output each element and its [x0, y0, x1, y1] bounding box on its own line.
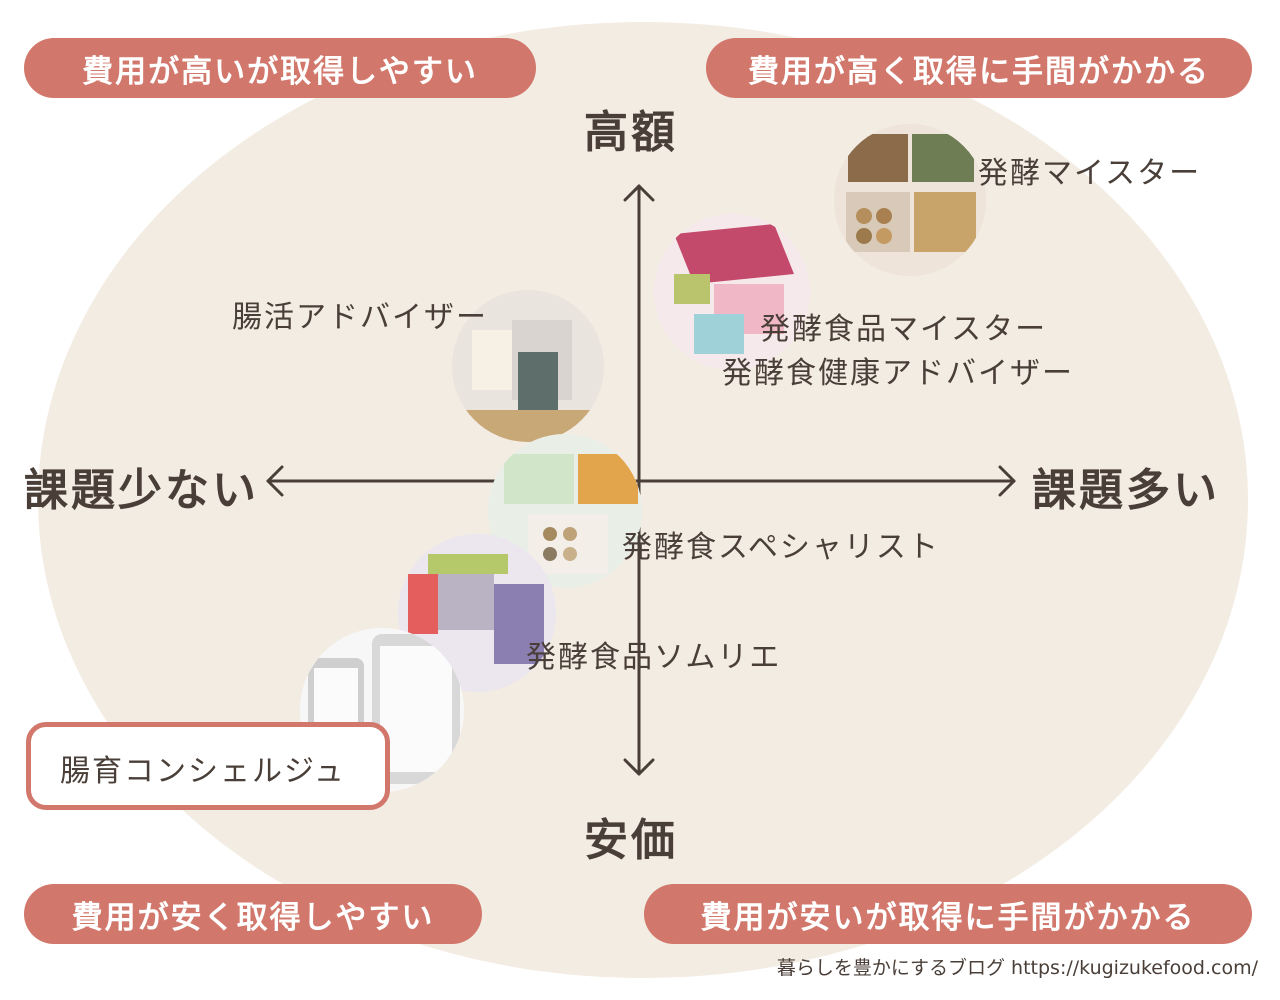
axis-bottom-label: 安価: [584, 815, 678, 866]
label-hakkoshoku-kenko-adviser: 発酵食健康アドバイザー: [722, 356, 1074, 391]
right-arrowhead: [998, 465, 1016, 497]
axis-left-label: 課題少ない: [24, 465, 259, 516]
down-arrowhead: [623, 758, 655, 776]
label-hakko-shokuhin-sommelier: 発酵食品ソムリエ: [526, 640, 782, 675]
label-hakkoshoku-specialist: 発酵食スペシャリスト: [622, 530, 940, 565]
up-arrowhead: [623, 184, 655, 202]
axis-right-label: 課題多い: [1032, 465, 1220, 516]
left-arrowhead: [266, 465, 284, 497]
footer-credit: 暮らしを豊かにするブログ https://kugizukefood.com/: [776, 957, 1258, 979]
background-ellipse: [38, 22, 1248, 978]
label-choukatsu-adviser: 腸活アドバイザー: [232, 300, 488, 335]
corner-bottom-right-pill: 費用が安いが取得に手間がかかる: [644, 884, 1252, 944]
photo-hakko-shokuhin-meister: [654, 214, 810, 370]
corner-top-right-pill: 費用が高く取得に手間がかかる: [706, 38, 1252, 98]
photo-hakkoshoku-specialist: [488, 434, 642, 588]
label-hakko-meister: 発酵マイスター: [978, 156, 1202, 191]
photo-hakko-meister: [834, 124, 986, 276]
highlight-box-chouiku-concierge: [26, 722, 390, 810]
label-chouiku-concierge: 腸育コンシェルジュ: [60, 754, 346, 789]
corner-top-left-pill: 費用が高いが取得しやすい: [24, 38, 536, 98]
axis-top-label: 高額: [584, 107, 678, 158]
label-hakko-shokuhin-meister: 発酵食品マイスター: [760, 312, 1048, 347]
corner-bottom-left-pill: 費用が安く取得しやすい: [24, 884, 482, 944]
